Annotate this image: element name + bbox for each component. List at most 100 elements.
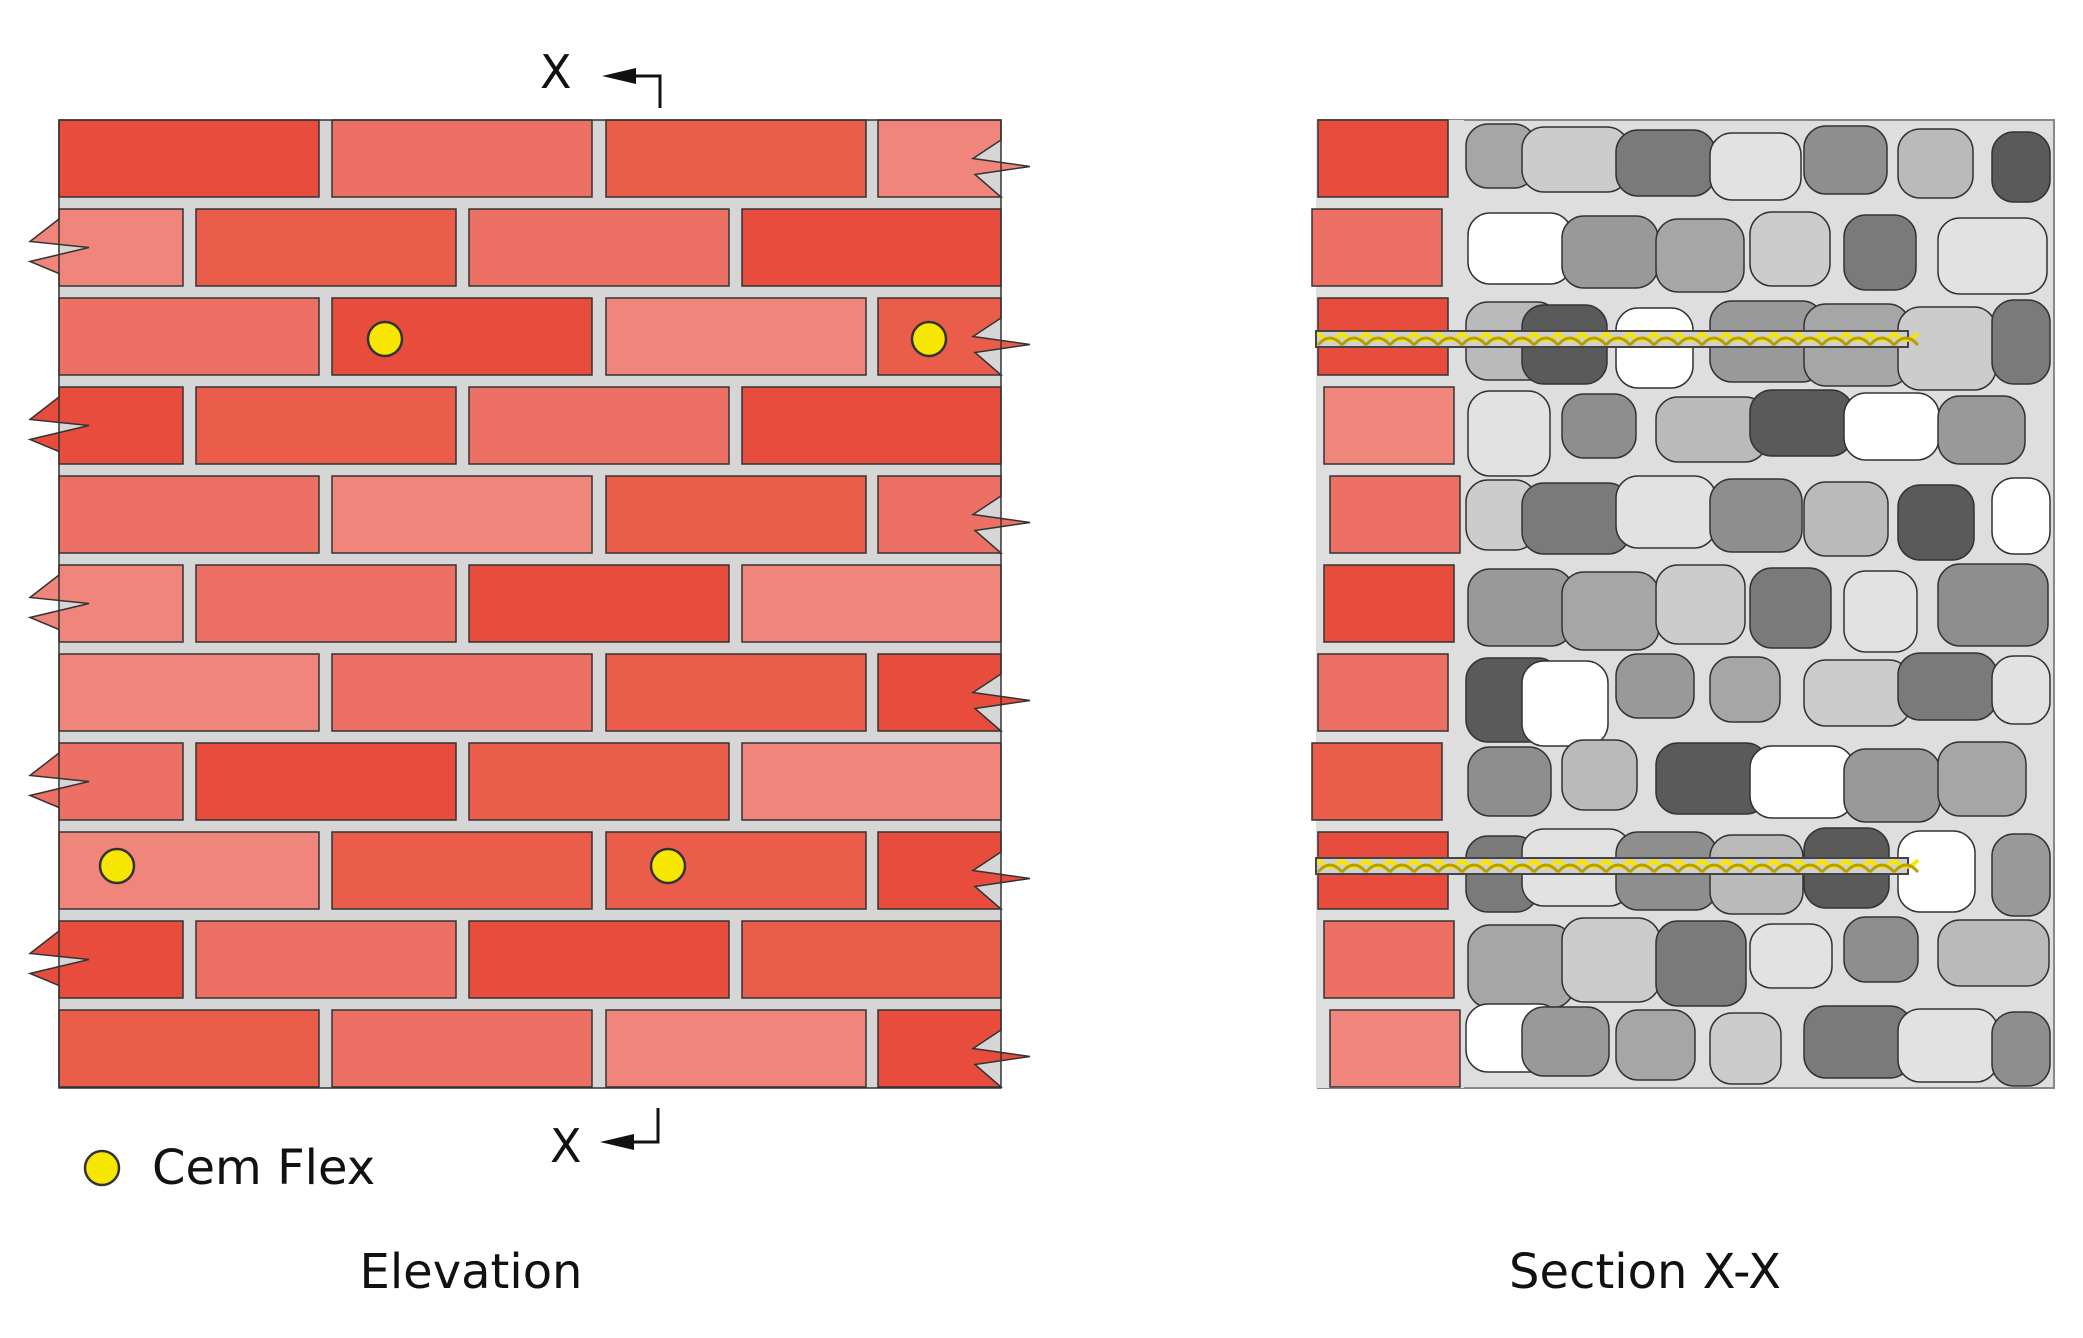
elevation-view xyxy=(27,119,1031,1089)
brick xyxy=(195,208,457,287)
rubble-stone xyxy=(1897,652,1998,721)
section-view xyxy=(1311,119,2055,1089)
elevation-brick-courses xyxy=(27,119,1031,1089)
brick xyxy=(331,653,593,732)
brick xyxy=(58,831,320,910)
rubble-stone xyxy=(1521,126,1630,193)
elevation-caption: Elevation xyxy=(360,1244,583,1300)
brick xyxy=(58,1009,320,1088)
rubble-stone xyxy=(1897,1008,1999,1083)
brick-partial-left xyxy=(27,920,184,999)
rubble-stone xyxy=(1749,389,1854,457)
rubble-stone xyxy=(1467,212,1573,285)
rubble-stone xyxy=(1521,660,1609,747)
brick xyxy=(605,831,867,910)
rubble-stone xyxy=(1991,131,2051,203)
rubble-stone xyxy=(1843,570,1918,653)
section-brick xyxy=(1311,208,1443,287)
brick xyxy=(605,119,867,198)
rubble-stone xyxy=(1937,395,2026,465)
brick-partial-left xyxy=(27,386,184,465)
rubble-stone xyxy=(1467,924,1575,1009)
rubble-stone xyxy=(1991,299,2051,385)
rubble-stone xyxy=(1749,923,1833,989)
brick xyxy=(58,653,320,732)
rubble-stone xyxy=(1521,1006,1610,1077)
brick xyxy=(605,475,867,554)
brick xyxy=(195,920,457,999)
rubble-stone xyxy=(1709,656,1781,723)
cem-flex-anchor-bars xyxy=(1315,330,1920,875)
brick xyxy=(468,742,730,821)
brick xyxy=(741,742,1002,821)
brick xyxy=(331,475,593,554)
cem-flex-dot xyxy=(98,847,136,885)
section-brick xyxy=(1317,653,1449,732)
rubble-stone xyxy=(1991,655,2051,725)
brick-partial-right xyxy=(877,297,1031,376)
rubble-stone xyxy=(1937,217,2048,295)
brick xyxy=(741,386,1002,465)
rubble-stone xyxy=(1991,1011,2051,1087)
brick xyxy=(331,119,593,198)
rubble-stone xyxy=(1897,306,1997,391)
rubble-stone xyxy=(1615,475,1717,549)
section-brick xyxy=(1323,564,1455,643)
cem-flex-anchor-points xyxy=(98,320,948,885)
rubble-stone xyxy=(1843,214,1917,291)
rubble-stone xyxy=(1521,482,1631,555)
section-brick xyxy=(1317,119,1449,198)
brick xyxy=(741,920,1002,999)
brick xyxy=(58,119,320,198)
section-arrow-top-icon xyxy=(634,74,662,108)
cem-flex-dot xyxy=(649,847,687,885)
rubble-stone xyxy=(1709,132,1802,201)
rubble-stone xyxy=(1749,211,1831,287)
anchor-bar-twist xyxy=(1316,331,1920,342)
brick-partial-left xyxy=(27,564,184,643)
rubble-stones xyxy=(1465,123,2051,1087)
rubble-stone xyxy=(1561,571,1660,651)
brick-partial-right xyxy=(877,653,1031,732)
rubble-stone xyxy=(1561,215,1659,289)
brick xyxy=(58,297,320,376)
brick-partial-right xyxy=(877,475,1031,554)
rubble-stone xyxy=(1937,919,2050,987)
section-brick-face xyxy=(1311,119,1461,1088)
rubble-stone xyxy=(1655,218,1745,293)
brick xyxy=(468,920,730,999)
section-arrowhead-top-icon xyxy=(602,68,636,84)
brick xyxy=(605,297,867,376)
brick-partial-right xyxy=(877,1009,1031,1088)
section-brick xyxy=(1329,475,1461,554)
rubble-stone xyxy=(1467,746,1552,817)
section-mark-bottom-label: X xyxy=(550,1119,582,1173)
rubble-stone xyxy=(1749,567,1832,649)
section-cut-mark-bottom: X xyxy=(550,1108,660,1173)
brick-partial-right xyxy=(877,119,1031,198)
rubble-stone xyxy=(1897,128,1974,199)
anchor-bar-twist xyxy=(1316,336,1920,347)
section-cut-mark-top: X xyxy=(540,45,662,108)
rubble-stone xyxy=(1467,390,1551,477)
anchor-bar-twist xyxy=(1316,858,1920,869)
rubble-stone xyxy=(1655,564,1746,645)
brick xyxy=(195,742,457,821)
rubble-stone xyxy=(1749,745,1855,819)
rubble-stone xyxy=(1843,392,1940,461)
yellow-circle-icon xyxy=(83,1149,121,1187)
cem-flex-dot xyxy=(366,320,404,358)
rubble-stone xyxy=(1937,563,2049,647)
rubble-stone xyxy=(1615,653,1695,719)
rubble-stone xyxy=(1803,481,1889,557)
brick xyxy=(331,1009,593,1088)
section-brick xyxy=(1323,920,1455,999)
brick xyxy=(741,564,1002,643)
section-brick xyxy=(1323,386,1455,465)
section-brick xyxy=(1329,1009,1461,1088)
rubble-stone xyxy=(1897,830,1976,913)
brick xyxy=(468,564,730,643)
brick xyxy=(195,386,457,465)
brick xyxy=(195,564,457,643)
